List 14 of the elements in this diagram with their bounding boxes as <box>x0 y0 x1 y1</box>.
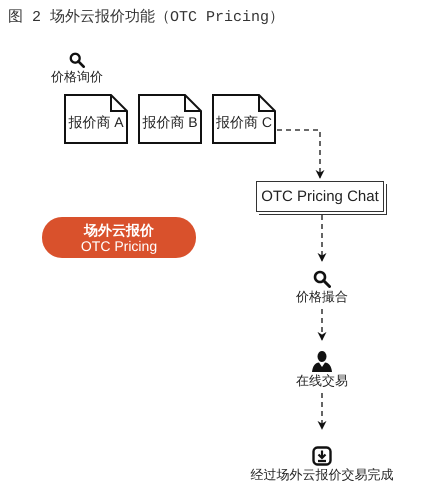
step-label: 价格撮合 <box>296 288 348 306</box>
step-label: 经过场外云报价交易完成 <box>250 466 394 484</box>
dashed-arrow <box>277 129 324 179</box>
document-label: 报价商 B <box>142 114 198 132</box>
document-label: 报价商 A <box>68 114 124 132</box>
rounded-banner: 场外云报价 OTC Pricing <box>42 217 196 258</box>
dashed-arrow <box>318 309 326 341</box>
step-label: 价格询价 <box>51 68 103 86</box>
process-box: OTC Pricing Chat <box>256 181 384 212</box>
figure-title: 图 2 场外云报价功能（OTC Pricing） <box>8 8 284 26</box>
dashed-arrow <box>318 393 326 430</box>
dashed-arrow <box>318 215 326 262</box>
document-label: 报价商 C <box>216 114 272 132</box>
step-label: 在线交易 <box>296 372 348 390</box>
